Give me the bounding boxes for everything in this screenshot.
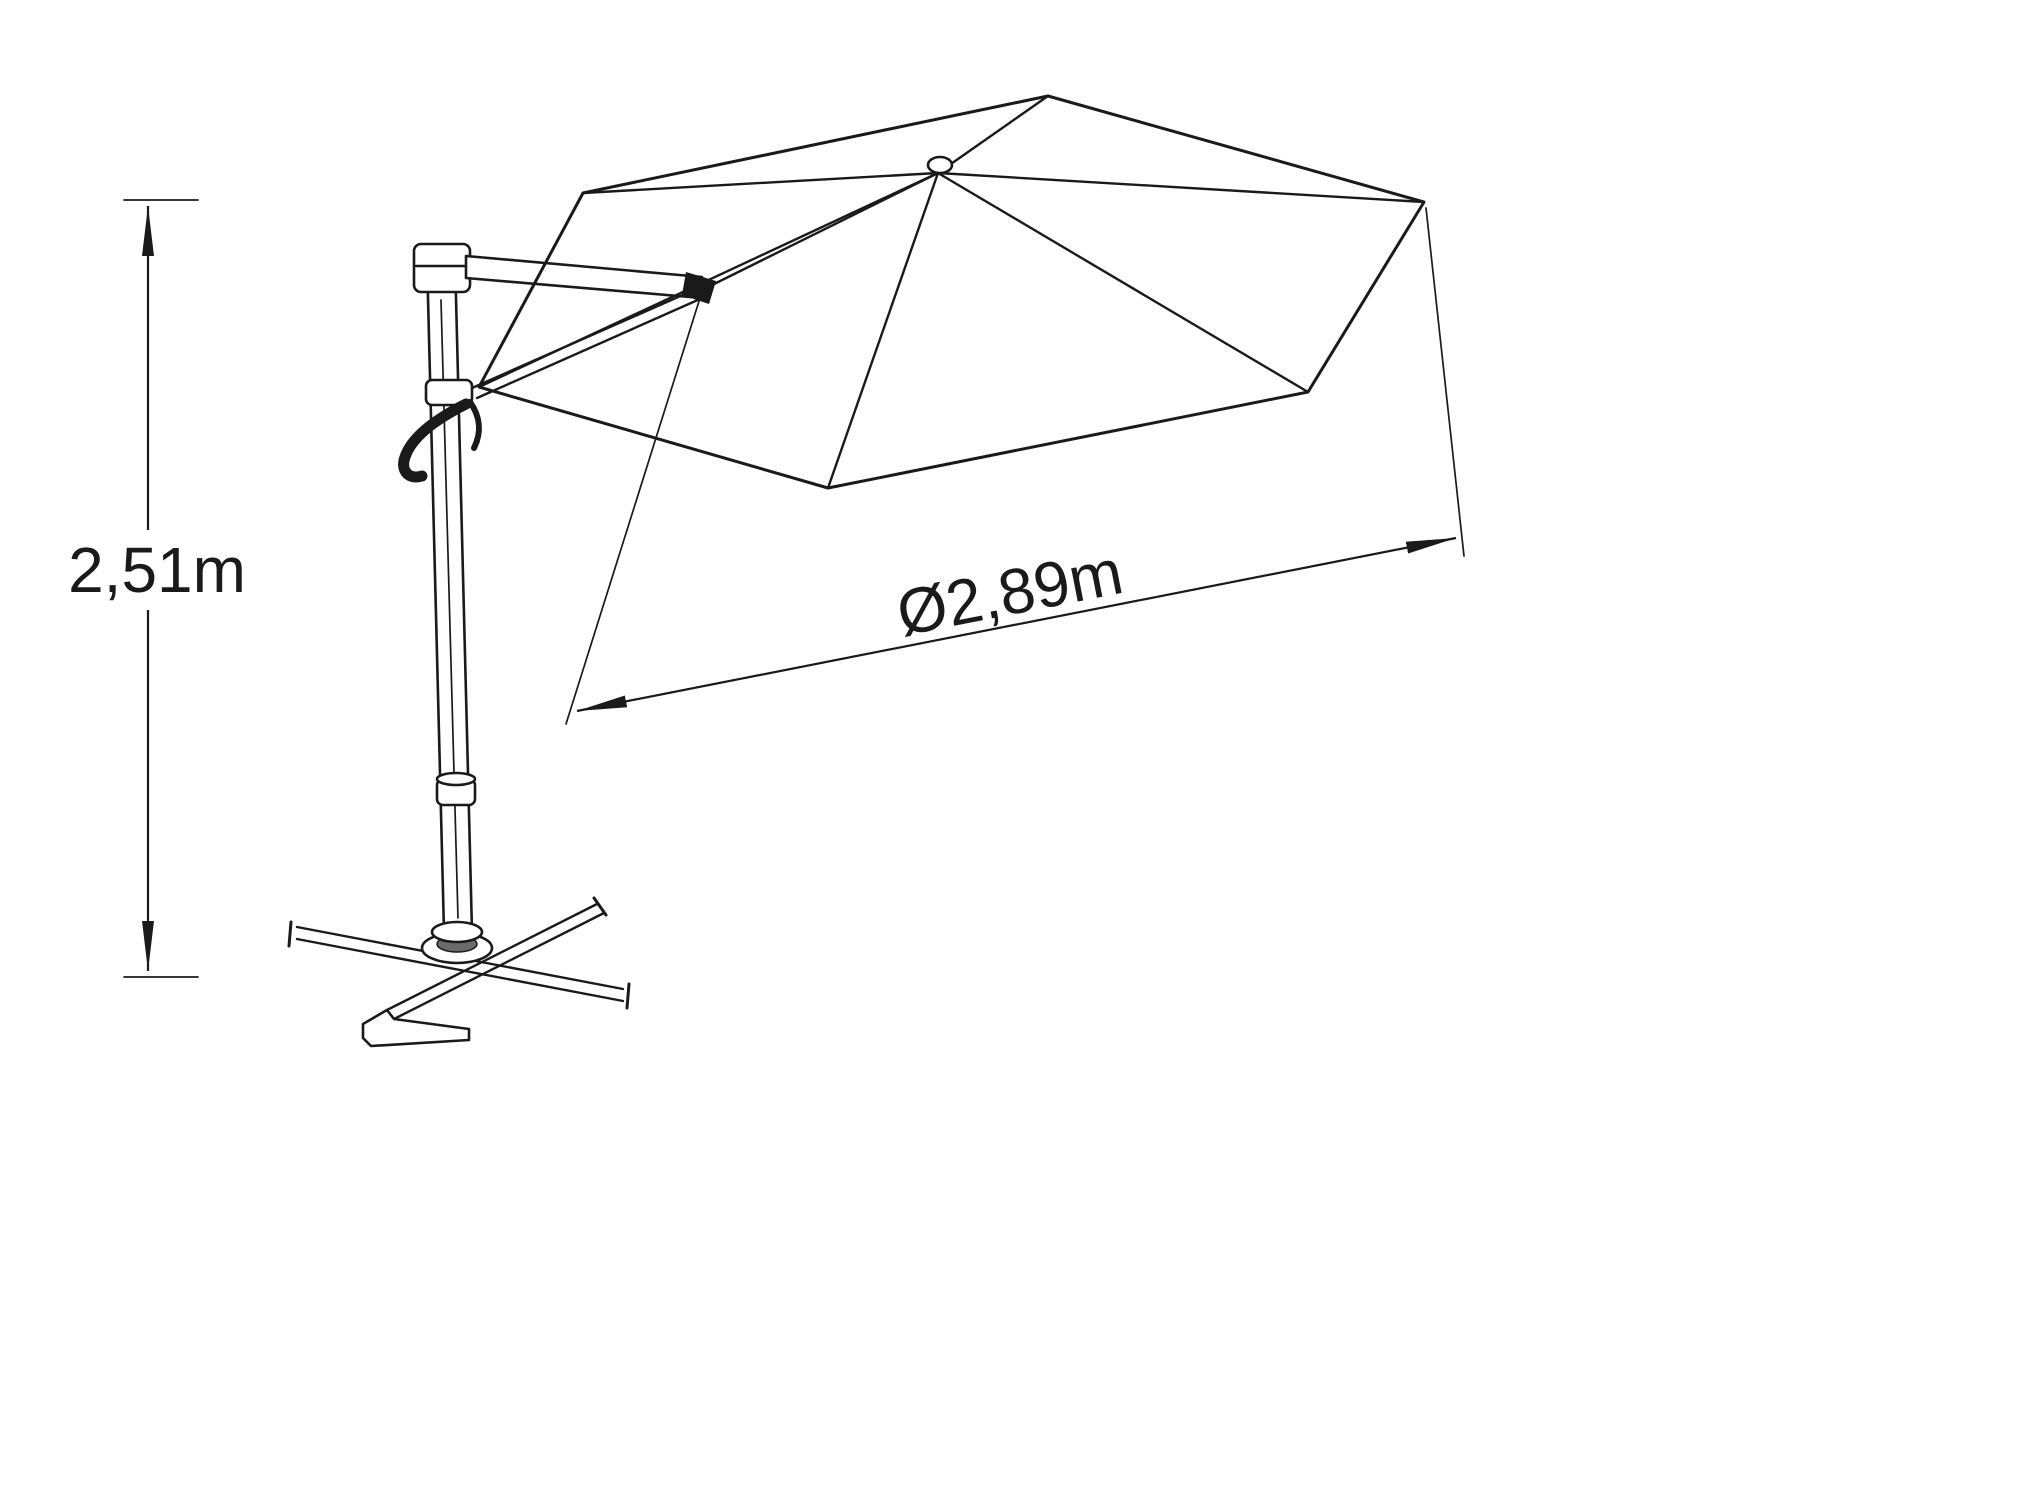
base-bar-edge	[392, 911, 606, 1021]
strut-line	[475, 297, 702, 400]
tilt-collar	[424, 378, 474, 407]
canopy-rib	[936, 94, 1050, 175]
diameter-dimension-label: Ø2,89m	[891, 535, 1128, 649]
height-dimension-label: 2,51m	[68, 534, 246, 606]
canopy-ribs	[477, 94, 1426, 490]
diameter-dimension-line	[576, 536, 1457, 713]
support-strut	[470, 288, 702, 400]
diameter-extension-line-right	[1425, 207, 1465, 557]
handle-lever	[467, 399, 482, 451]
height-dimension: 2,51m	[58, 199, 256, 978]
canopy-finial	[926, 155, 954, 175]
diameter-extension-line-left	[565, 297, 701, 725]
umbrella	[287, 94, 1426, 1048]
base-hub	[420, 920, 494, 965]
umbrella-pole	[412, 242, 477, 934]
pole-top-bracket	[412, 242, 472, 294]
base-bar-endcap	[592, 896, 608, 917]
base-bar-edge	[295, 937, 625, 1003]
base-bar-endcap	[625, 982, 631, 1010]
base-bar	[361, 896, 608, 1048]
base-foot-plate	[361, 1008, 471, 1048]
umbrella-base	[287, 896, 631, 1048]
base-hub-top	[430, 920, 484, 944]
arm-bar	[464, 254, 704, 300]
pole-joint-sleeve-top	[435, 771, 477, 787]
crank-handle	[398, 398, 482, 483]
handle-hook	[398, 398, 472, 483]
canopy-rib	[936, 171, 1310, 394]
height-label-mask	[58, 530, 256, 610]
base-bar-edge	[385, 902, 599, 1012]
canopy-rib	[702, 171, 940, 291]
base-bar-endcap	[287, 920, 293, 948]
canopy-rib	[826, 171, 940, 490]
umbrella-canopy	[477, 94, 1426, 490]
canopy-rib	[936, 171, 1426, 204]
canopy-rib	[581, 171, 940, 195]
canopy-rib	[477, 171, 940, 389]
